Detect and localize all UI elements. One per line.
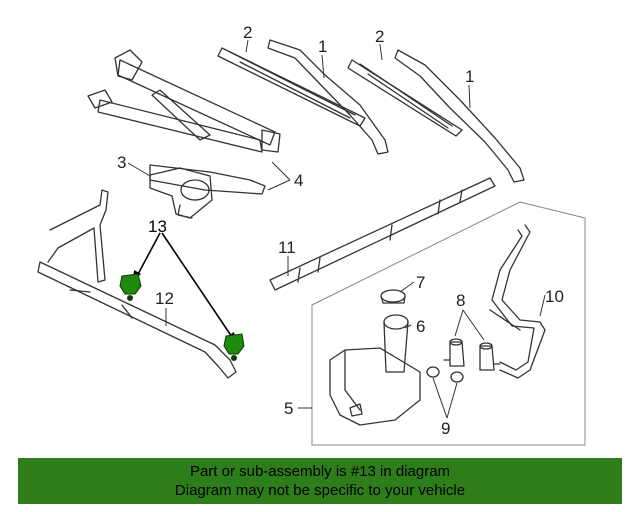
washer-pump-right <box>479 342 501 371</box>
wiper-arm-right <box>394 49 525 183</box>
callout-7: 7 <box>416 273 425 292</box>
leader-13-right <box>161 232 233 338</box>
leader-13-left <box>136 232 161 277</box>
callout-9: 9 <box>441 419 450 438</box>
banner-line-part: Part or sub-assembly is #13 in diagram <box>189 463 451 480</box>
callout-10: 10 <box>545 287 564 306</box>
washer-nozzle-right[interactable] <box>223 333 245 361</box>
grommet-left <box>426 366 440 378</box>
callout-1-right: 1 <box>465 67 474 86</box>
filler-neck <box>383 314 409 373</box>
washer-hose-assembly <box>269 177 496 291</box>
parts-diagram: 2 1 2 1 3 4 13 11 7 8 10 12 6 5 9 <box>37 23 586 446</box>
washer-hose-lower <box>37 189 237 379</box>
wiper-blade-left <box>217 47 366 127</box>
banner-line-disclaimer: Diagram may not be specific to your vehi… <box>174 482 466 499</box>
callout-5: 5 <box>284 399 293 418</box>
callout-3: 3 <box>117 153 126 172</box>
callout-12: 12 <box>155 289 174 308</box>
callout-6: 6 <box>416 317 425 336</box>
wiper-blade-right <box>347 59 463 137</box>
callout-1-left: 1 <box>318 37 327 56</box>
wiper-linkage <box>87 49 281 195</box>
callout-13: 13 <box>148 217 167 236</box>
washer-pump-left <box>443 338 465 367</box>
wiper-arm-left <box>267 39 389 155</box>
washer-nozzle-left[interactable] <box>119 273 142 301</box>
reservoir-cap <box>380 289 406 304</box>
callout-4: 4 <box>294 171 303 190</box>
washer-reservoir <box>329 347 421 426</box>
callout-2-right: 2 <box>375 27 384 46</box>
washer-hose-10 <box>489 224 546 379</box>
callout-8: 8 <box>456 291 465 310</box>
callout-2-left: 2 <box>243 23 252 42</box>
wiper-motor <box>149 167 213 219</box>
info-banner: Part or sub-assembly is #13 in diagram D… <box>18 458 622 504</box>
grommet-right <box>450 371 464 383</box>
callout-11: 11 <box>278 238 296 257</box>
